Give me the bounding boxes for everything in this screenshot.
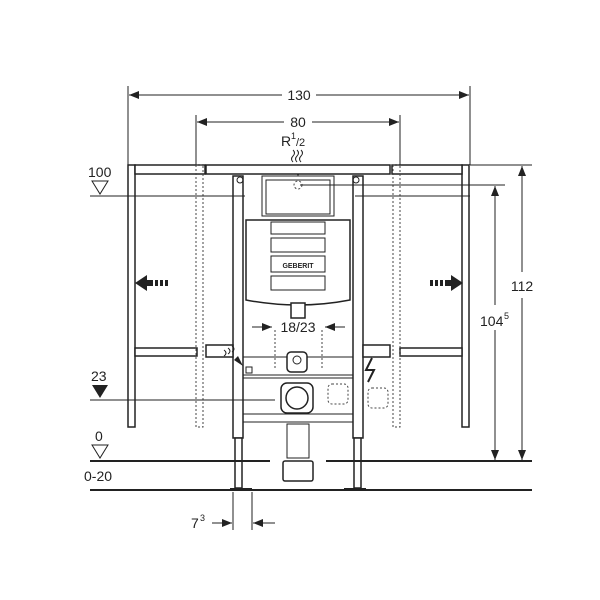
svg-text:104: 104 [480, 313, 504, 329]
dimension-112: 112 [470, 164, 534, 460]
dimension-130-label: 130 [287, 87, 311, 103]
waste-arrow-icon [234, 356, 243, 366]
level-23: 23 [90, 368, 275, 401]
electric-icon [364, 357, 376, 383]
svg-text:18/23: 18/23 [280, 319, 315, 335]
dimension-104-5: 104 5 [300, 184, 509, 460]
main-frame: GEBERIT [205, 175, 391, 490]
adjust-arrow-left-icon [135, 275, 168, 291]
dimension-80-label: 80 [290, 114, 306, 130]
svg-text:112: 112 [511, 278, 534, 294]
svg-text:0-20: 0-20 [84, 468, 112, 484]
water-wave-icon [291, 149, 303, 163]
svg-text:3: 3 [200, 513, 205, 523]
svg-text:1: 1 [291, 131, 296, 141]
dimension-18-23: 18/23 [252, 319, 345, 370]
level-0: 0 [90, 428, 532, 462]
svg-text:100: 100 [88, 164, 112, 180]
level-0-20: 0-20 [84, 468, 532, 491]
adjust-arrow-right-icon [430, 275, 463, 291]
svg-text:7: 7 [191, 515, 199, 531]
svg-text:5: 5 [504, 311, 509, 321]
svg-text:0: 0 [95, 428, 103, 444]
dimension-7-3: 7 3 [191, 492, 275, 531]
level-100: 100 [88, 164, 470, 197]
svg-text:R: R [281, 133, 291, 149]
dimension-80: 80 [195, 114, 401, 165]
socket-outline [367, 387, 389, 409]
side-frames [127, 164, 470, 428]
svg-text:/2: /2 [296, 137, 305, 149]
svg-text:23: 23 [91, 368, 107, 384]
brand-label: GEBERIT [282, 263, 314, 270]
socket-outline [327, 383, 349, 405]
dimension-130: 130 [127, 86, 471, 165]
